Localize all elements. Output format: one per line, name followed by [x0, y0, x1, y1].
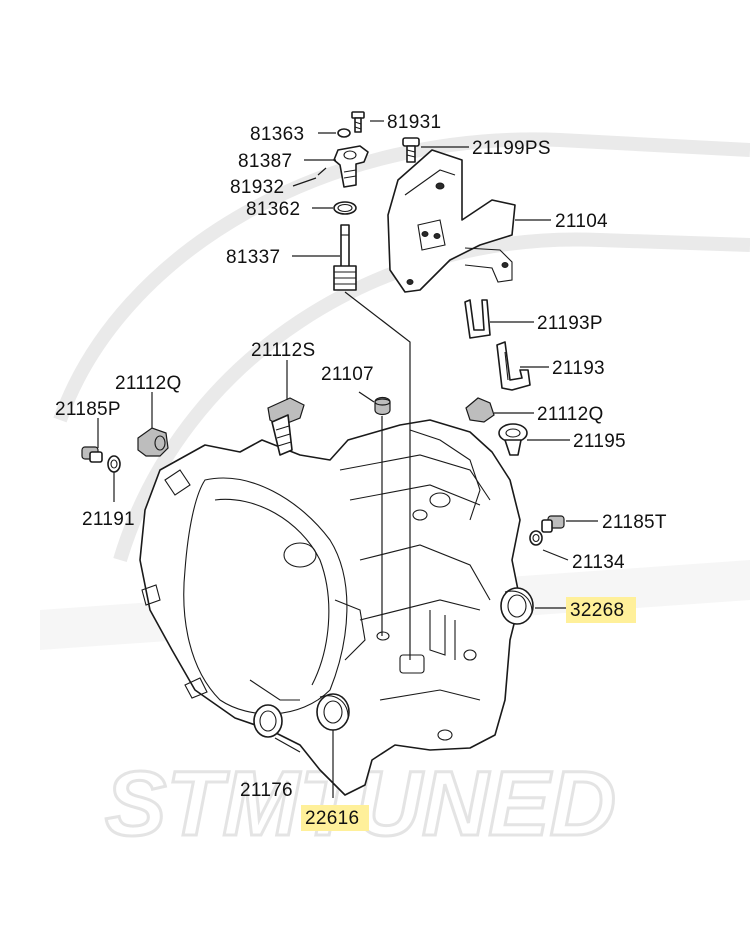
label-21112S[interactable]: 21112S [251, 340, 316, 361]
label-21199PS[interactable]: 21199PS [472, 138, 551, 159]
part-21193P-clip[interactable] [464, 299, 491, 339]
label-81363[interactable]: 81363 [250, 124, 304, 145]
part-21134-gasket[interactable] [529, 530, 543, 546]
label-21107[interactable]: 21107 [321, 364, 374, 385]
part-21185T-plug[interactable] [541, 515, 565, 533]
part-81362-o-ring[interactable] [333, 201, 357, 215]
label-21193[interactable]: 21193 [552, 358, 605, 379]
label-21195[interactable]: 21195 [573, 431, 626, 452]
part-21185P-plug[interactable] [81, 446, 103, 463]
part-81387-speed-sensor[interactable] [333, 145, 369, 188]
label-21112Q-left[interactable]: 21112Q [115, 373, 182, 394]
part-32268-oil-seal[interactable] [500, 587, 534, 625]
label-81387[interactable]: 81387 [238, 151, 292, 172]
part-21104-mount-bracket[interactable] [387, 149, 516, 293]
highlight-32268 [566, 597, 636, 623]
label-21104[interactable]: 21104 [555, 211, 608, 232]
label-21193P[interactable]: 21193P [537, 313, 603, 334]
label-81337[interactable]: 81337 [226, 247, 280, 268]
label-21112Q-right[interactable]: 21112Q [537, 404, 604, 425]
label-21185P[interactable]: 21185P [55, 399, 121, 420]
part-22616-oil-seal[interactable] [316, 693, 350, 731]
label-81362[interactable]: 81362 [246, 199, 300, 220]
label-81931[interactable]: 81931 [387, 112, 441, 133]
part-21107-cap[interactable] [374, 396, 391, 416]
part-81337-driven-gear[interactable] [333, 224, 357, 291]
label-21176[interactable]: 21176 [240, 780, 293, 801]
label-32268[interactable]: 32268 [570, 600, 624, 621]
part-21176-oil-seal[interactable] [253, 704, 283, 738]
highlight-22616 [301, 805, 369, 831]
part-labels: 81931 81363 21199PS 81387 81932 81362 21… [55, 112, 667, 829]
part-21193-clip[interactable] [496, 341, 531, 391]
leader-lines [97, 120, 598, 798]
part-21199PS-bolt[interactable] [402, 137, 420, 163]
part-21112Q-left-plug[interactable] [137, 427, 169, 457]
part-21112Q-right-plug[interactable] [465, 397, 495, 423]
label-21134[interactable]: 21134 [572, 552, 625, 573]
part-21112S-plug[interactable] [267, 397, 305, 456]
label-81932[interactable]: 81932 [230, 177, 284, 198]
label-21191[interactable]: 21191 [82, 509, 135, 530]
part-81932-pin[interactable] [317, 167, 327, 176]
transmission-case [139, 419, 521, 796]
label-21185T[interactable]: 21185T [602, 512, 667, 533]
part-21195-seal[interactable] [498, 423, 528, 456]
part-81931-bolt[interactable] [351, 111, 365, 133]
label-22616[interactable]: 22616 [305, 808, 359, 829]
part-81363-washer[interactable] [337, 128, 351, 138]
part-21191-gasket[interactable] [107, 455, 121, 473]
